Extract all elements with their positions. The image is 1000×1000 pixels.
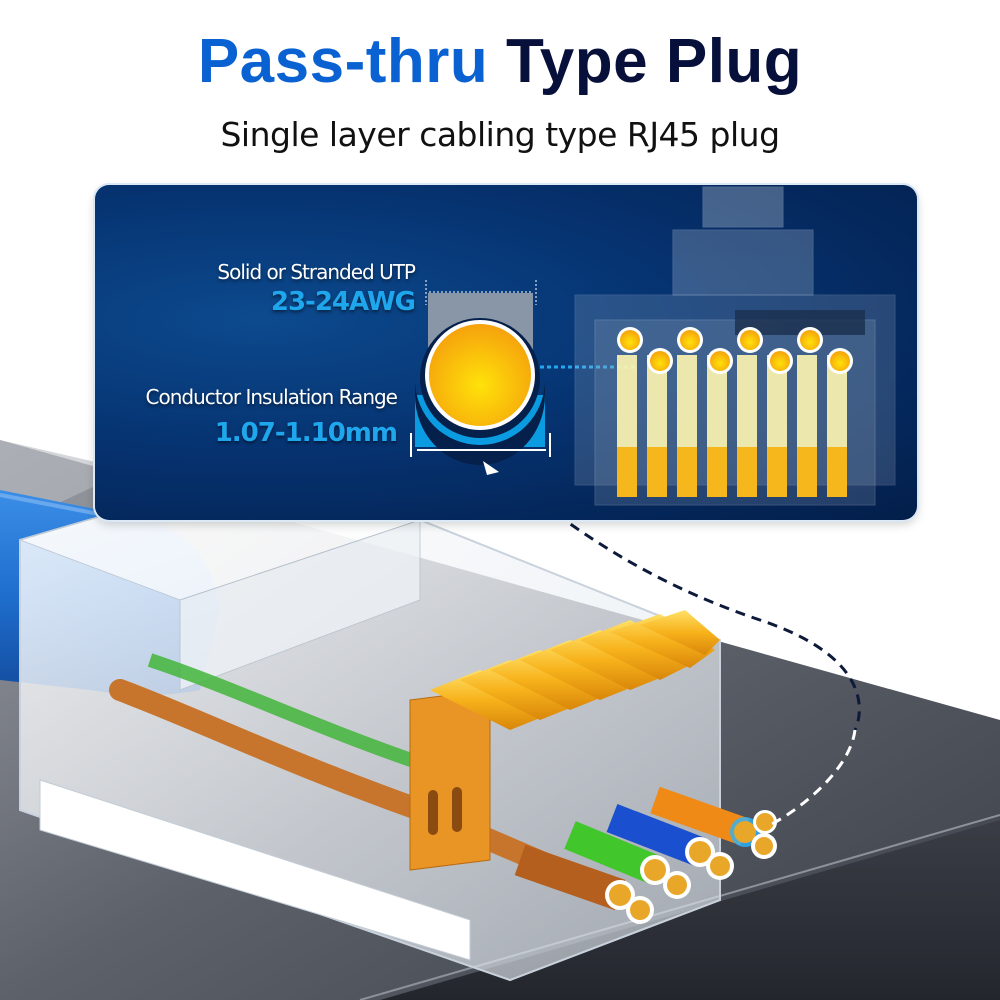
insulation-value: 1.07-1.10mm (214, 418, 398, 448)
protruding-wires (514, 786, 777, 924)
spec-diagram (410, 186, 896, 506)
contact-plate (409, 689, 491, 871)
wire-dots (617, 327, 853, 374)
page-title: Pass-thru Type Plug (0, 26, 1000, 97)
insulation-label: Conductor Insulation Range (145, 385, 398, 409)
gold-contacts (430, 610, 720, 730)
wire-type-label: Solid or Stranded UTP (217, 260, 416, 284)
title-highlight: Pass-thru (197, 27, 489, 96)
pointer-curve-light (767, 729, 857, 828)
contact-blades (617, 355, 847, 497)
spec-panel: Solid or Stranded UTP 23-24AWG Conductor… (95, 185, 917, 520)
wire-gauge-value: 23-24AWG (270, 287, 416, 317)
pointer-arrowhead (483, 461, 499, 475)
page-subtitle: Single layer cabling type RJ45 plug (220, 115, 780, 154)
title-rest: Type Plug (506, 27, 803, 96)
